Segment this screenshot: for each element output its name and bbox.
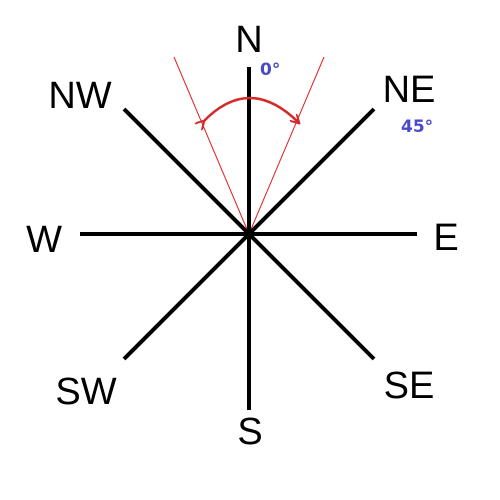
northeast-southwest-axis [122,107,376,361]
label-south: S [237,411,262,453]
angle-label-northeast: 45° [401,117,433,137]
label-north: N [235,19,262,61]
label-southeast: SE [384,365,435,407]
label-east: E [433,217,458,259]
label-west: W [26,219,62,261]
sector-line-right [248,56,325,235]
angle-arc-arrow [203,96,298,122]
angle-label-north: 0° [260,60,280,80]
label-southwest: SW [55,371,116,413]
label-northwest: NW [48,75,111,117]
label-northeast: NE [383,69,436,111]
sector-line-left [173,56,250,235]
